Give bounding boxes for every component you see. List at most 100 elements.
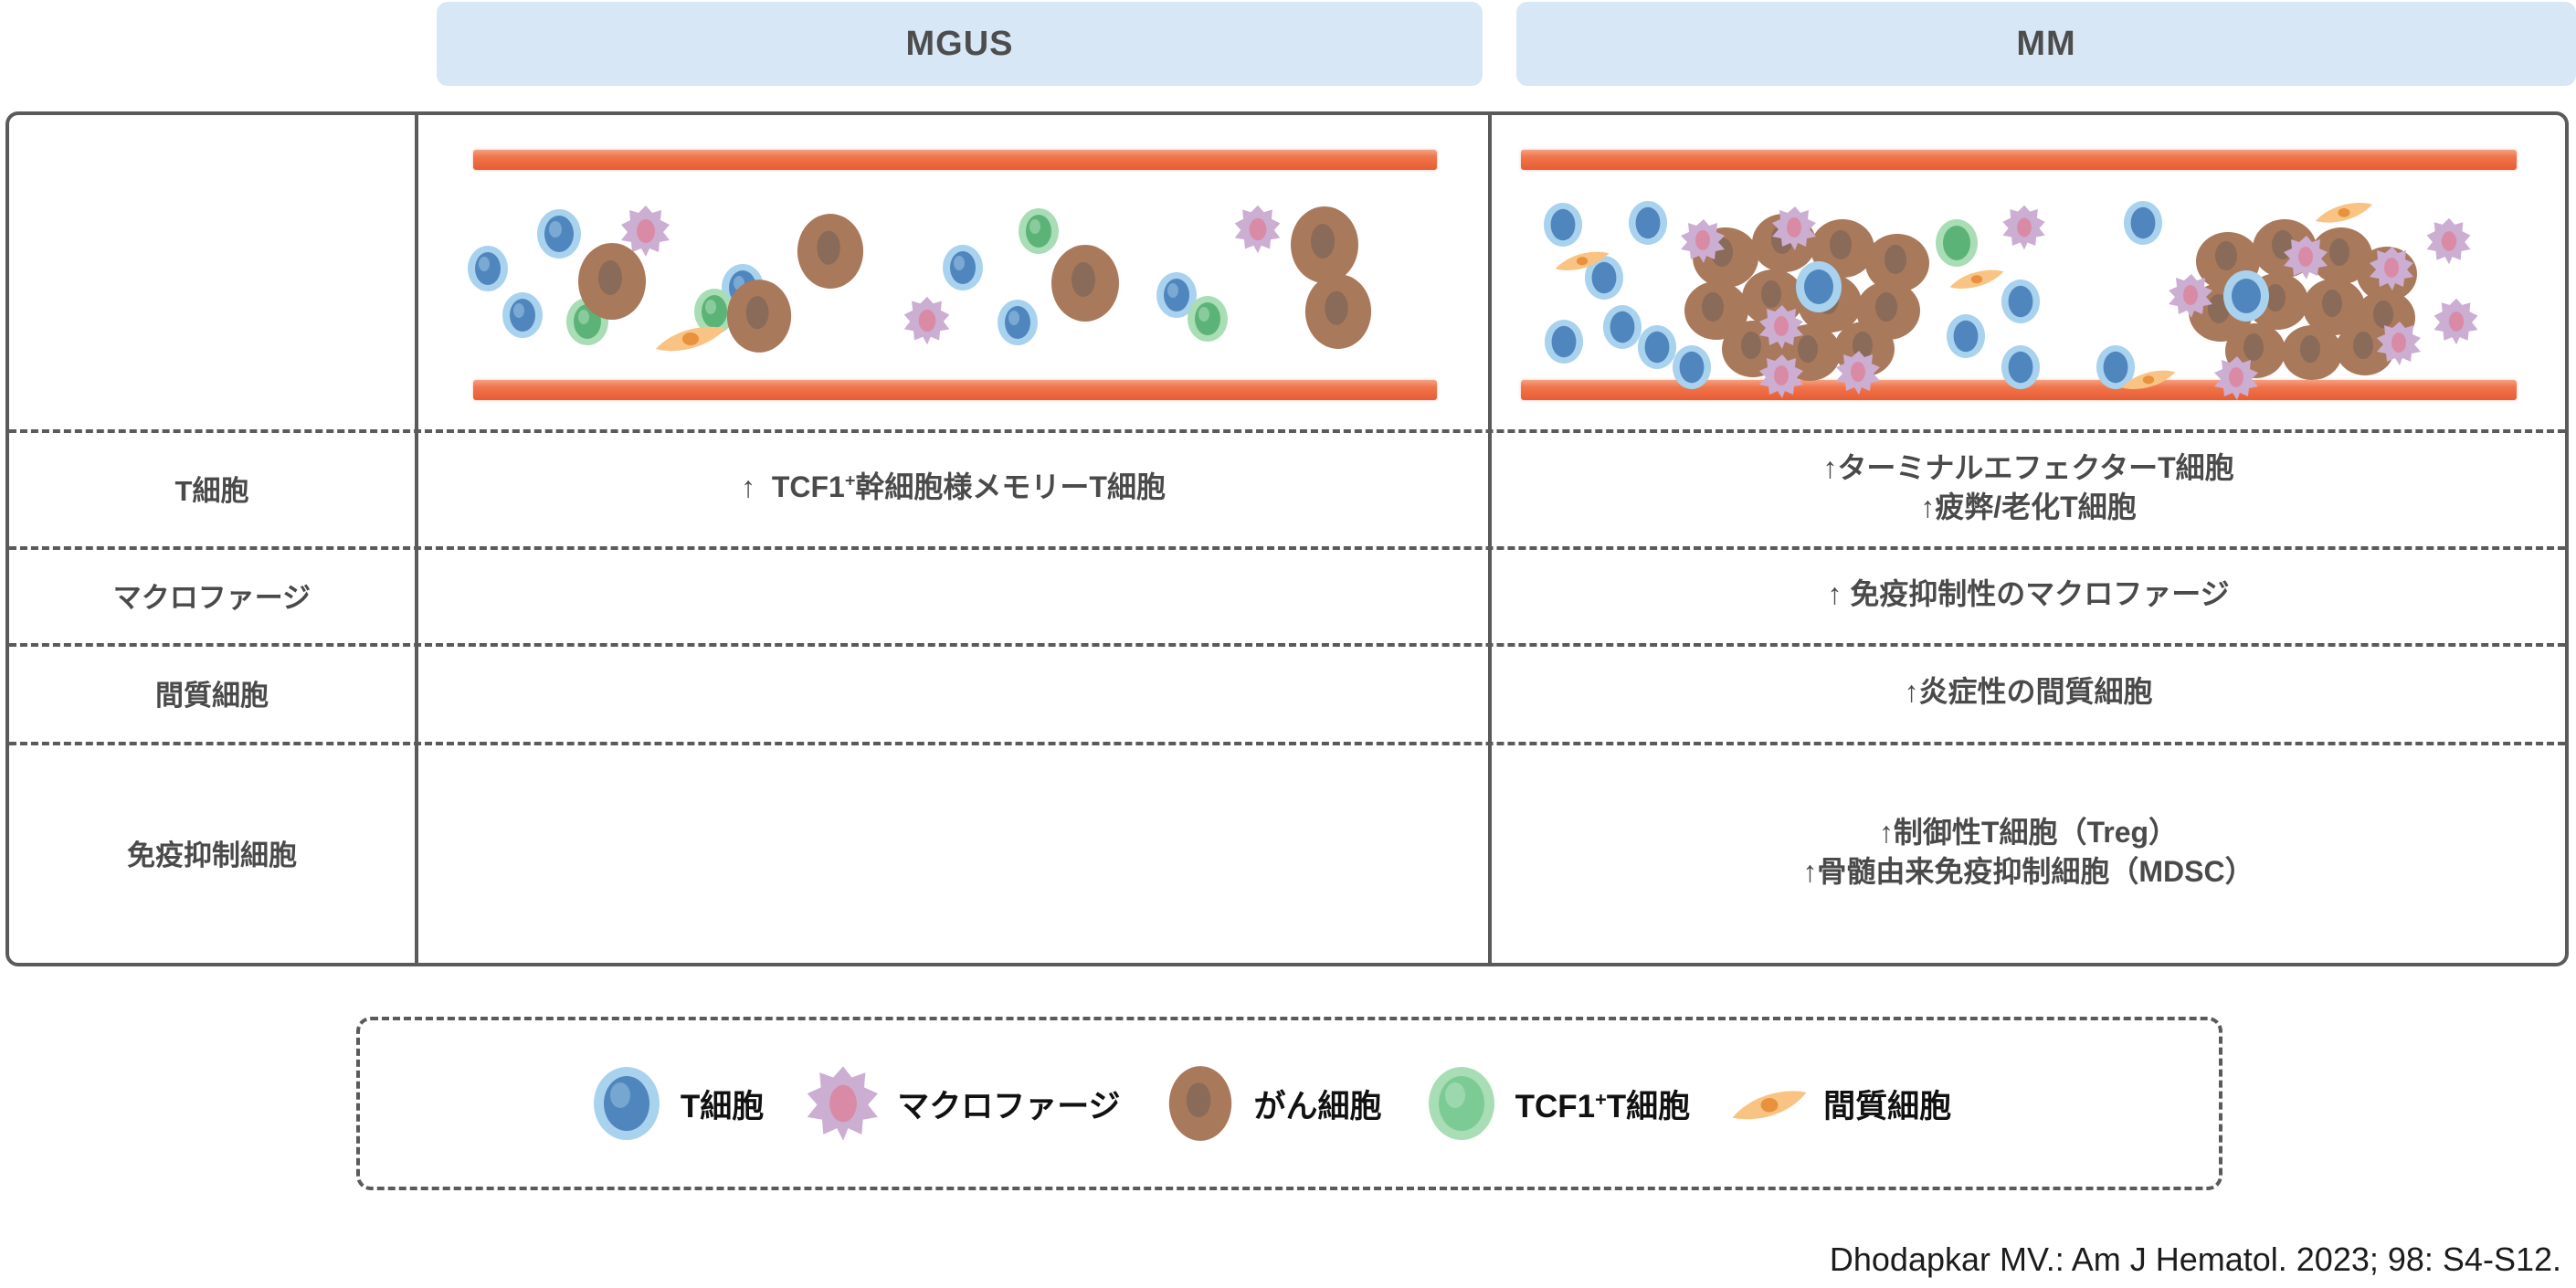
- t-cell: [501, 290, 544, 340]
- t-cell: [1542, 201, 1584, 248]
- row-label-immunosuppressive-cell: 免疫抑制細胞: [9, 742, 415, 963]
- comparison-table: T細胞 ↑ TCF1+幹細胞様メモリーT細胞 ↑ターミナルエフェクターT細胞 ↑…: [5, 111, 2569, 966]
- t-cell: [1945, 312, 1987, 360]
- illustration-mgus: [418, 115, 1488, 429]
- citation: Dhodapkar MV.: Am J Hematol. 2023; 98: S…: [1829, 1240, 2561, 1278]
- cell-line: ↑疲弊/老化T細胞: [1920, 491, 2137, 523]
- stromal-cell-icon: [1730, 1064, 1809, 1143]
- t-cell: [2095, 343, 2137, 391]
- cell-mm-stromal-cell: ↑炎症性の間質細胞: [1492, 643, 2565, 742]
- tcf1-t-cell: [1934, 217, 1980, 269]
- cell-line: ↑ターミナルエフェクターT細胞: [1822, 450, 2234, 484]
- t-cell: [1601, 303, 1643, 351]
- column-header-mgus: MGUS: [437, 2, 1483, 86]
- macrophage: [618, 203, 674, 259]
- t-cell: [535, 207, 583, 260]
- cell-line: ↑制御性T細胞（Treg）: [1878, 815, 2179, 849]
- tumor-cluster: [2168, 205, 2433, 400]
- cell-text: ↑制御性T細胞（Treg） ↑骨髄由来免疫抑制細胞（MDSC）: [1802, 813, 2254, 892]
- cell-line: ↑炎症性の間質細胞: [1904, 675, 2153, 709]
- macrophage-icon: [804, 1064, 882, 1143]
- cell-text: ↑ TCF1+幹細胞様メモリーT細胞: [741, 470, 1166, 504]
- row-label-macrophage: マクロファージ: [9, 546, 415, 643]
- cell-text: ↑炎症性の間質細胞: [1904, 672, 2152, 712]
- cancer-cell: [1049, 243, 1122, 323]
- cell-mgus-immunosuppressive-cell: [418, 742, 1488, 963]
- cell-mm-t-cell: ↑ターミナルエフェクターT細胞 ↑疲弊/老化T細胞: [1492, 429, 2565, 546]
- t-cell: [1155, 270, 1198, 320]
- tumor-cluster: [1673, 195, 1947, 398]
- row-label-stromal-cell: 間質細胞: [9, 643, 415, 742]
- tcf1-t-cell-icon: [1422, 1064, 1501, 1143]
- legend-item-stromal-cell: 間質細胞: [1730, 1064, 1991, 1143]
- cancer-cell: [575, 241, 649, 322]
- macrophage: [2431, 296, 2482, 347]
- tcf1-t-cell: [1017, 206, 1061, 256]
- legend-label-cancer-cell: がん細胞: [1253, 1088, 1382, 1124]
- column-header-row: MGUS MM: [0, 2, 2576, 90]
- row-label-text: 免疫抑制細胞: [127, 839, 297, 871]
- cell-mgus-t-cell: ↑ TCF1+幹細胞様メモリーT細胞: [418, 429, 1488, 546]
- stromal-cell: [1948, 263, 2005, 294]
- t-cell: [1543, 318, 1585, 365]
- legend-item-t-cell: T細胞: [587, 1064, 804, 1143]
- t-cell: [1627, 199, 1669, 247]
- cell-text: ↑ 免疫抑制性のマクロファージ: [1827, 575, 2229, 614]
- vessel-wall-top-mgus: [473, 150, 1437, 170]
- row-label-text: T細胞: [174, 474, 249, 507]
- legend-item-macrophage: マクロファージ: [804, 1064, 1160, 1143]
- cancer-cell: [1288, 205, 1361, 285]
- cancer-cell: [724, 278, 794, 354]
- macrophage: [2000, 203, 2049, 252]
- column-divider-left: [415, 115, 418, 963]
- t-cell-icon: [587, 1064, 666, 1143]
- cancer-cell: [1303, 272, 1374, 351]
- tcf1-t-cell: [692, 287, 736, 336]
- row-divider-3: [9, 643, 2565, 647]
- cell-line: ↑ 免疫抑制性のマクロファージ: [1827, 577, 2230, 611]
- cancer-cell: [795, 212, 866, 290]
- column-divider-right: [1488, 115, 1492, 963]
- row-label-t-cell: T細胞: [9, 429, 415, 546]
- t-cell: [1583, 254, 1625, 301]
- illustration-mm: [1492, 115, 2565, 429]
- macrophage: [1231, 203, 1284, 256]
- t-cell: [996, 298, 1040, 347]
- t-cell: [2000, 343, 2042, 391]
- legend-label-tcf1-t-cell: TCF1+T細胞: [1515, 1086, 1691, 1124]
- stromal-cell: [654, 318, 727, 358]
- row-label-text: 間質細胞: [155, 679, 269, 712]
- t-cell: [2000, 278, 2042, 325]
- stromal-cell: [2314, 195, 2374, 228]
- column-header-mm-label: MM: [2016, 24, 2076, 63]
- stromal-cell: [1554, 245, 1610, 276]
- t-cell: [1671, 343, 1713, 391]
- legend-label-stromal-cell: 間質細胞: [1823, 1088, 1952, 1124]
- row-label-text: マクロファージ: [112, 581, 311, 614]
- legend-label-macrophage: マクロファージ: [897, 1088, 1121, 1124]
- cell-mm-macrophage: ↑ 免疫抑制性のマクロファージ: [1492, 546, 2565, 643]
- legend: T細胞 マクロファージ がん細胞 TCF1+T細胞 間質細胞: [356, 1017, 2222, 1190]
- legend-item-tcf1-t-cell: TCF1+T細胞: [1422, 1064, 1731, 1143]
- legend-item-cancer-cell: がん細胞: [1161, 1064, 1422, 1143]
- legend-label-t-cell: T細胞: [680, 1088, 765, 1124]
- t-cell: [466, 244, 510, 293]
- macrophage: [901, 294, 954, 347]
- vessel-wall-top-mm: [1521, 150, 2517, 170]
- macrophage: [2423, 216, 2475, 267]
- cell-mgus-macrophage: [418, 546, 1488, 643]
- cell-mgus-stromal-cell: [418, 643, 1488, 742]
- row-divider-4: [9, 742, 2565, 745]
- row-divider-1: [9, 429, 2565, 433]
- vessel-wall-bottom-mgus: [473, 380, 1437, 400]
- cell-text: ↑ターミナルエフェクターT細胞 ↑疲弊/老化T細胞: [1822, 449, 2233, 527]
- t-cell: [2122, 199, 2164, 247]
- cell-mm-immunosuppressive-cell: ↑制御性T細胞（Treg） ↑骨髄由来免疫抑制細胞（MDSC）: [1492, 742, 2565, 963]
- cell-line: ↑骨髄由来免疫抑制細胞（MDSC）: [1802, 855, 2254, 888]
- t-cell: [1636, 323, 1678, 371]
- column-header-mm: MM: [1516, 2, 2576, 86]
- row-divider-2: [9, 546, 2565, 550]
- stromal-cell: [2120, 364, 2177, 395]
- t-cell: [941, 243, 985, 292]
- cancer-cell-icon: [1161, 1064, 1240, 1143]
